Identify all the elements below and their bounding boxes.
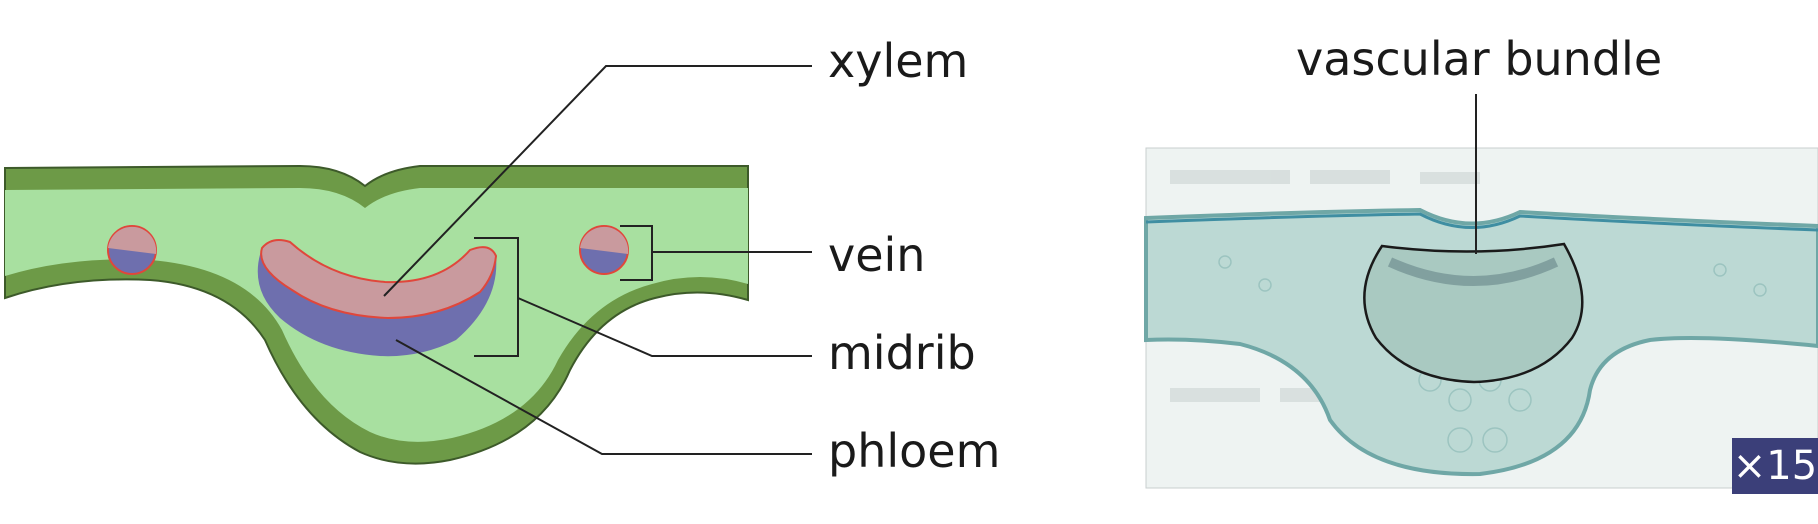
small-vein-right bbox=[579, 225, 629, 275]
micrograph bbox=[1144, 94, 1818, 489]
phloem-label: phloem bbox=[828, 424, 1001, 478]
midrib-leader-line bbox=[517, 297, 812, 357]
xylem-label: xylem bbox=[828, 34, 969, 88]
vascular-bundle-label: vascular bundle bbox=[1296, 32, 1663, 86]
magnification-badge: ×15 bbox=[1732, 438, 1818, 494]
midrib-vascular-bundle bbox=[257, 239, 498, 357]
leaf-diagram bbox=[4, 65, 812, 465]
micrograph-vascular-bundle bbox=[1363, 242, 1584, 384]
xylem-leader-line bbox=[383, 65, 812, 297]
xylem-region bbox=[260, 239, 498, 320]
small-vein-left bbox=[107, 225, 157, 275]
midrib-label: midrib bbox=[828, 326, 976, 380]
phloem-leader-line bbox=[395, 339, 812, 455]
vein-label: vein bbox=[828, 228, 926, 282]
midrib-bracket bbox=[474, 237, 519, 357]
